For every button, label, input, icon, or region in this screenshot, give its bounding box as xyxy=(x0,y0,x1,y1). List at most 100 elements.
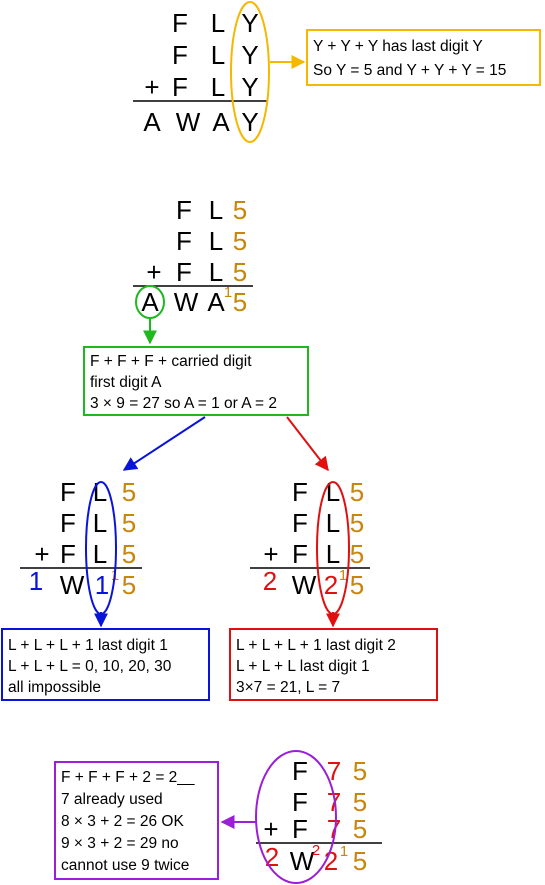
step4-r1-5: 5 xyxy=(353,756,367,786)
step2-r2-5: 5 xyxy=(233,226,247,256)
right-note-box: L + L + L + 1 last digit 2 L + L + L las… xyxy=(229,628,438,701)
right-res-5: 5 xyxy=(350,570,364,600)
step4-note-line1: F + F + F + 2 = 2__ xyxy=(61,769,195,786)
step4-r3-f: F xyxy=(292,814,308,844)
step1-r2-l: L xyxy=(211,40,225,70)
step1-note-box: Y + Y + Y has last digit Y So Y = 5 and … xyxy=(306,29,541,86)
right-r2-5: 5 xyxy=(350,508,364,538)
step4-note-line4: 9 × 3 + 2 = 29 no xyxy=(61,835,179,852)
step1-r1-f: F xyxy=(172,8,188,38)
right-plus-sign: + xyxy=(263,539,278,569)
step4-plus-sign: + xyxy=(263,814,278,844)
left-r2-f: F xyxy=(60,508,76,538)
step1-r1-l: L xyxy=(211,8,225,38)
step4-note-line5: cannot use 9 twice xyxy=(61,857,189,874)
step4-r3-7: 7 xyxy=(327,814,341,844)
right-r3-5: 5 xyxy=(350,539,364,569)
step4-carry: 1 xyxy=(340,843,348,860)
step1-res-a1: A xyxy=(143,107,161,137)
step4-carry-w: 2 xyxy=(312,842,320,859)
right-r2-l: L xyxy=(326,508,340,538)
step2-note-box: F + F + F + carried digit first digit A … xyxy=(83,346,309,416)
step4-r3-5: 5 xyxy=(353,814,367,844)
step2-note-line3: 3 × 9 = 27 so A = 1 or A = 2 xyxy=(90,395,277,412)
left-r3-l: L xyxy=(93,539,107,569)
left-res-1b: 1 xyxy=(95,570,109,600)
step4-r2-f: F xyxy=(292,787,308,817)
step2-plus-sign: + xyxy=(146,257,161,287)
step2-r2-l: L xyxy=(209,226,223,256)
right-res-2a: 2 xyxy=(263,566,277,596)
left-plus-sign: + xyxy=(34,539,49,569)
step2-res-a1: A xyxy=(141,287,159,317)
step4-res-2a: 2 xyxy=(265,842,279,872)
right-case-addition: F L 5 F L 5 + F L 5 2 W 2 1 5 xyxy=(250,477,370,615)
branch-arrow-a2 xyxy=(286,416,329,472)
step4-r2-5: 5 xyxy=(353,787,367,817)
left-note-line3: all impossible xyxy=(8,679,101,696)
step1-r2-f: F xyxy=(172,40,188,70)
step2-r1-l: L xyxy=(209,195,223,225)
step2-res-a2: A xyxy=(207,287,225,317)
step1-res-w: W xyxy=(176,107,201,137)
step2-r3-5: 5 xyxy=(233,257,247,287)
step1-r2-y: Y xyxy=(241,40,258,70)
left-r2-l: L xyxy=(93,508,107,538)
left-r1-f: F xyxy=(60,477,76,507)
left-r3-f: F xyxy=(60,539,76,569)
step4-f-column-highlight xyxy=(255,750,337,884)
step4-r1-f: F xyxy=(292,756,308,786)
step4-res-w: W xyxy=(290,846,315,876)
step2-res-5: 5 xyxy=(233,287,247,317)
step4-res-2b: 2 xyxy=(324,846,338,876)
right-note-line3: 3×7 = 21, L = 7 xyxy=(236,679,340,696)
step4-res-5: 5 xyxy=(353,846,367,876)
left-res-1a: 1 xyxy=(29,566,43,596)
step2-note-line2: first digit A xyxy=(90,374,162,391)
step2-addition: F L 5 F L 5 + F L 5 A W A 1 5 xyxy=(133,195,253,319)
step1-addition: F L Y F L Y + F L Y A W A Y xyxy=(133,1,270,143)
step2-carry: 1 xyxy=(224,284,232,301)
step2-r3-l: L xyxy=(209,257,223,287)
left-r3-5: 5 xyxy=(122,539,136,569)
step2-r3-f: F xyxy=(176,257,192,287)
left-note-line2: L + L + L = 0, 10, 20, 30 xyxy=(8,658,172,675)
left-r2-5: 5 xyxy=(122,508,136,538)
right-res-w: W xyxy=(292,570,317,600)
step2-r2-f: F xyxy=(176,226,192,256)
right-note-line1: L + L + L + 1 last digit 2 xyxy=(236,637,396,654)
right-r3-f: F xyxy=(292,539,308,569)
step1-r1-y: Y xyxy=(241,8,258,38)
left-res-w: W xyxy=(60,570,85,600)
right-r1-5: 5 xyxy=(350,477,364,507)
step4-note-line2: 7 already used xyxy=(61,791,163,808)
step1-r3-f: F xyxy=(172,72,188,102)
step1-note-line1: Y + Y + Y has last digit Y xyxy=(313,38,483,55)
left-note-line1: L + L + L + 1 last digit 1 xyxy=(8,637,168,654)
step1-res-a2: A xyxy=(212,107,230,137)
branch-arrow-a1 xyxy=(122,416,206,471)
step4-note-box: F + F + F + 2 = 2__ 7 already used 8 × 3… xyxy=(54,761,219,880)
step4-addition: F 7 5 F 7 5 + F 7 5 2 W 2 2 1 5 xyxy=(255,750,382,884)
right-note-line2: L + L + L last digit 1 xyxy=(236,658,370,675)
step1-res-y: Y xyxy=(241,107,258,137)
right-r1-f: F xyxy=(292,477,308,507)
step2-r1-5: 5 xyxy=(233,195,247,225)
step2-note-line1: F + F + F + carried digit xyxy=(90,353,252,370)
left-res-5: 5 xyxy=(122,570,136,600)
left-note-box: L + L + L + 1 last digit 1 L + L + L = 0… xyxy=(1,628,210,701)
left-case-addition: F L 5 F L 5 + F L 5 1 W 1 1 5 xyxy=(20,477,142,615)
right-r3-l: L xyxy=(326,539,340,569)
step1-r3-y: Y xyxy=(241,72,258,102)
step1-plus-sign: + xyxy=(144,72,159,102)
step1-r3-l: L xyxy=(211,72,225,102)
step4-r1-7: 7 xyxy=(327,756,341,786)
right-r2-f: F xyxy=(292,508,308,538)
step1-y-column-highlight xyxy=(230,1,270,143)
step2-r1-f: F xyxy=(176,195,192,225)
step4-note-line3: 8 × 3 + 2 = 26 OK xyxy=(61,813,184,830)
left-r1-5: 5 xyxy=(122,477,136,507)
step1-note-line2: So Y = 5 and Y + Y + Y = 15 xyxy=(313,62,506,79)
right-res-2b: 2 xyxy=(324,570,338,600)
